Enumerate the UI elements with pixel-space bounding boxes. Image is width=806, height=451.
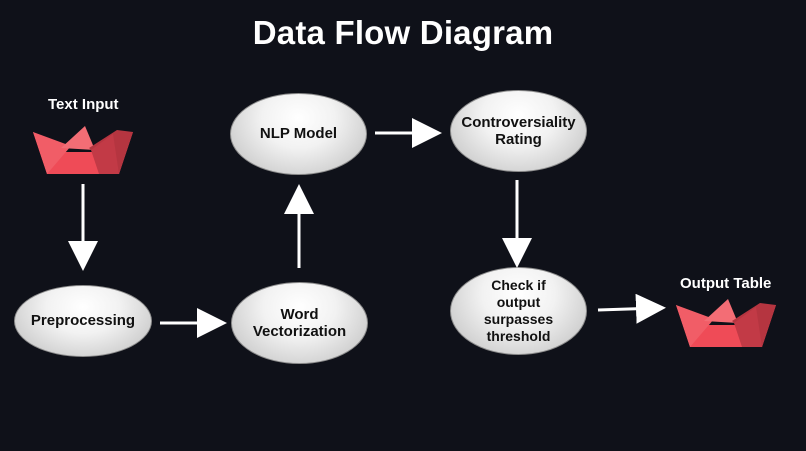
preprocessing-label: Preprocessing xyxy=(30,312,136,330)
diagram-title: Data Flow Diagram xyxy=(252,14,554,51)
word-vectorization-label-line-1: Word xyxy=(280,305,319,323)
controversiality-rating-label-line-2: Rating xyxy=(495,131,542,148)
word-vectorization-node: Word Vectorization xyxy=(231,282,368,364)
controversiality-rating-label-line-1: Controversiality xyxy=(461,113,576,131)
threshold-check-label-line-4: threshold xyxy=(486,327,551,344)
controversiality-rating-node: Controversiality Rating xyxy=(450,90,587,172)
nlp-model-node: NLP Model xyxy=(230,93,367,175)
word-vectorization-label-line-2: Vectorization xyxy=(252,323,347,340)
threshold-check-label-line-1: Check if xyxy=(491,277,546,294)
threshold-check-node: Check if output surpasses threshold xyxy=(450,267,587,355)
threshold-check-label-line-3: surpasses xyxy=(483,311,554,327)
arrow-check-to-output xyxy=(597,293,666,324)
preprocessing-node: Preprocessing xyxy=(14,285,152,357)
threshold-check-label-line-2: output xyxy=(496,294,541,311)
boat-icon xyxy=(676,299,776,347)
nlp-model-label: NLP Model xyxy=(259,125,338,143)
output-table-label: Output Table xyxy=(680,275,772,292)
boat-icon xyxy=(33,126,133,174)
text-input-label: Text Input xyxy=(48,96,119,113)
